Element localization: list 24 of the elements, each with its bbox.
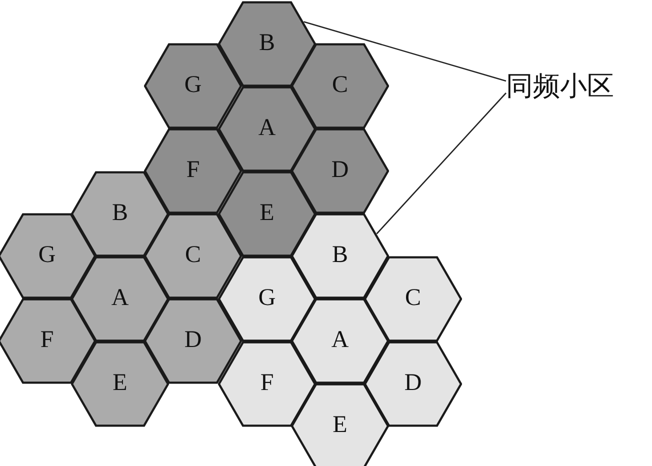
hexagon-cell: A (71, 256, 169, 342)
hexagon-cell: C (144, 212, 242, 298)
hexagon-cell: G (0, 212, 96, 298)
hexagon-cell: E (291, 382, 389, 466)
leader-line (376, 92, 506, 234)
hexagon-cell: C (291, 42, 389, 128)
hexagon-cell: D (144, 298, 242, 384)
leader-line (304, 21, 506, 82)
hexagon-cell: D (364, 340, 462, 426)
hexagon-cell: F (0, 298, 96, 384)
hexagon-cell: A (218, 86, 316, 172)
hexagon-cell: E (71, 340, 169, 426)
hexagon-cell: F (144, 128, 242, 214)
hexagon-cell: F (218, 340, 316, 426)
hexagon-cell: E (218, 170, 316, 256)
hexagon-cell: B (218, 0, 316, 86)
hexagon-cell: A (291, 298, 389, 384)
hexagon-cell: G (144, 42, 242, 128)
hexagon-cell: D (291, 128, 389, 214)
callout-label: 同频小区 (506, 68, 614, 104)
hexagon-cell: G (218, 256, 316, 342)
hexagon-cell: B (291, 212, 389, 298)
hexagon-cell: C (364, 256, 462, 342)
hexagon-cell: B (71, 170, 169, 256)
